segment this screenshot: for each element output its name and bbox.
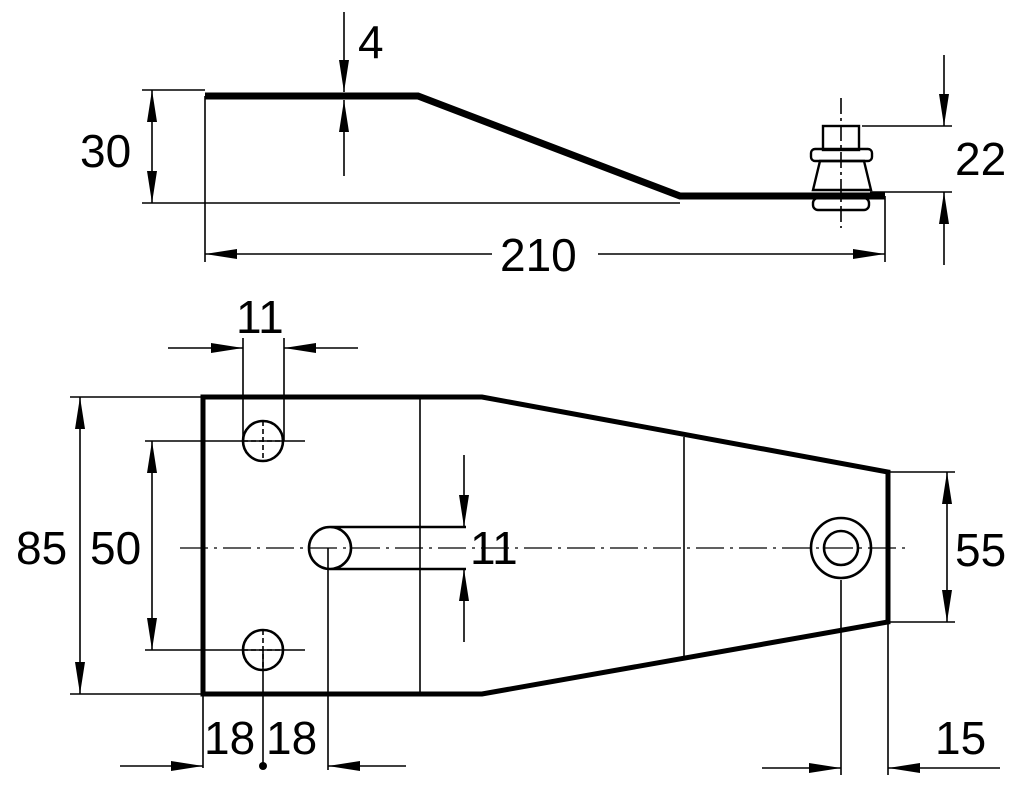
dim-50-label: 50 (90, 522, 141, 574)
side-plate-profile (205, 92, 885, 200)
dim-11-slot-label: 11 (470, 522, 518, 574)
dim-22: 22 (862, 55, 1006, 265)
end-hole (809, 516, 873, 580)
dim-50: 50 (90, 440, 305, 651)
dim-15-label: 15 (935, 712, 986, 764)
dim-15: 15 (762, 580, 1000, 775)
side-view: 30 4 22 210 (80, 12, 1006, 281)
dim-22-label: 22 (955, 133, 1006, 185)
dim-18-18: 18 18 (120, 548, 406, 771)
dim-55-label: 55 (955, 524, 1006, 576)
dim-85-label: 85 (16, 522, 67, 574)
dim-30: 30 (80, 89, 205, 204)
top-view: 11 85 50 11 (16, 291, 1006, 775)
dim-85: 85 (16, 396, 203, 695)
dim-4: 4 (339, 12, 384, 176)
dim-11-hole-label: 11 (236, 291, 284, 343)
dim-55: 55 (888, 471, 1006, 623)
dim-18-right-label: 18 (266, 712, 317, 764)
slot (307, 525, 466, 571)
dim-210: 210 (205, 229, 885, 281)
dim-11-slot: 11 (459, 455, 518, 642)
dim-30-label: 30 (80, 125, 131, 177)
top-plate-outline (200, 394, 891, 697)
dim-210-label: 210 (500, 229, 577, 281)
dim-18-left-label: 18 (204, 712, 255, 764)
dim-4-label: 4 (358, 16, 384, 68)
stud-bolt (809, 98, 874, 228)
dim-11-hole: 11 (168, 291, 358, 441)
